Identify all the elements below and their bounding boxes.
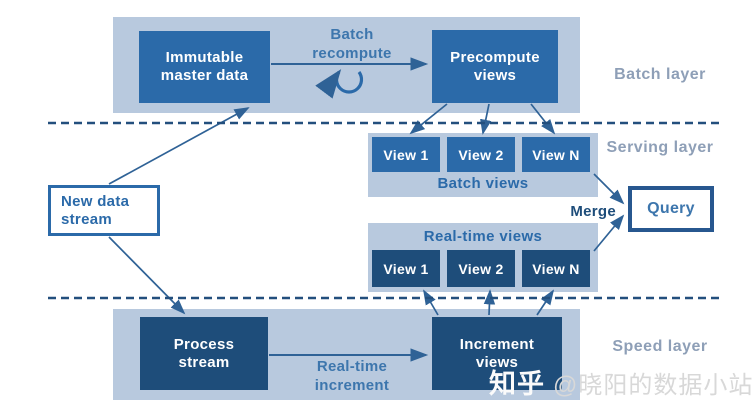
process-stream-box: Process stream: [140, 317, 268, 390]
zhihu-brand-text: 知乎: [489, 369, 545, 399]
precompute-line1: Precompute: [450, 48, 540, 66]
query-label: Query: [647, 200, 695, 217]
immutable-line2: master data: [160, 67, 249, 84]
merge-label: Merge: [570, 203, 616, 220]
nds-line2: stream: [61, 210, 112, 228]
realtime-view-n: View N: [522, 250, 590, 287]
arrow-precompute-to-view1: [409, 103, 448, 135]
batch-recompute-label: Batch recompute: [300, 26, 404, 64]
batch-view-n: View N: [522, 137, 590, 172]
arrow-precompute-to-viewn: [530, 103, 556, 135]
query-box: Query: [628, 186, 714, 232]
arrow-newdata-to-process: [108, 236, 186, 315]
rt-increment-line2: increment: [314, 376, 390, 394]
arrow-batchview-to-query: [593, 173, 625, 205]
immutable-master-data-box: Immutable master data: [139, 31, 270, 103]
precompute-line2: views: [473, 66, 517, 84]
arrow-precompute-to-view2: [480, 103, 492, 135]
increment-views-box: Increment views: [432, 317, 562, 390]
watermark-handle: @晓阳的数据小站: [553, 372, 754, 399]
recompute-loop-icon: [315, 69, 364, 99]
realtime-view-1: View 1: [372, 250, 440, 287]
arrow-realtimeview-to-query: [593, 214, 625, 252]
batch-views-label: Batch views: [437, 175, 529, 192]
serving-layer-label: Serving layer: [606, 139, 714, 156]
recompute-line1: Batch: [330, 26, 374, 43]
realtime-views-label: Real-time views: [423, 228, 543, 245]
immutable-line1: Immutable: [165, 49, 244, 66]
arrow-increment-to-rtview2: [483, 289, 496, 316]
recompute-line2: recompute: [312, 44, 392, 62]
batch-view-1: View 1: [372, 137, 440, 172]
arrow-increment-to-rtviewn: [536, 289, 555, 316]
batch-layer-label: Batch layer: [614, 66, 706, 83]
precompute-views-box: Precompute views: [432, 30, 558, 103]
realtime-increment-label: Real-time increment: [290, 358, 414, 396]
process-line2: stream: [178, 353, 230, 371]
rt-increment-line1: Real-time: [316, 358, 388, 375]
process-line1: Process: [173, 335, 235, 353]
nds-line1: New data: [61, 193, 130, 211]
increment-line1: Increment: [459, 335, 535, 353]
arrow-newdata-to-master: [108, 107, 250, 185]
arrow-increment-to-rtview1: [423, 289, 439, 316]
watermark: 知乎 @晓阳的数据小站: [489, 362, 753, 401]
increment-line2: views: [475, 353, 519, 371]
realtime-view-2: View 2: [447, 250, 515, 287]
batch-view-2: View 2: [447, 137, 515, 172]
new-data-stream-box: New data stream: [48, 185, 160, 236]
speed-layer-label: Speed layer: [612, 338, 708, 355]
